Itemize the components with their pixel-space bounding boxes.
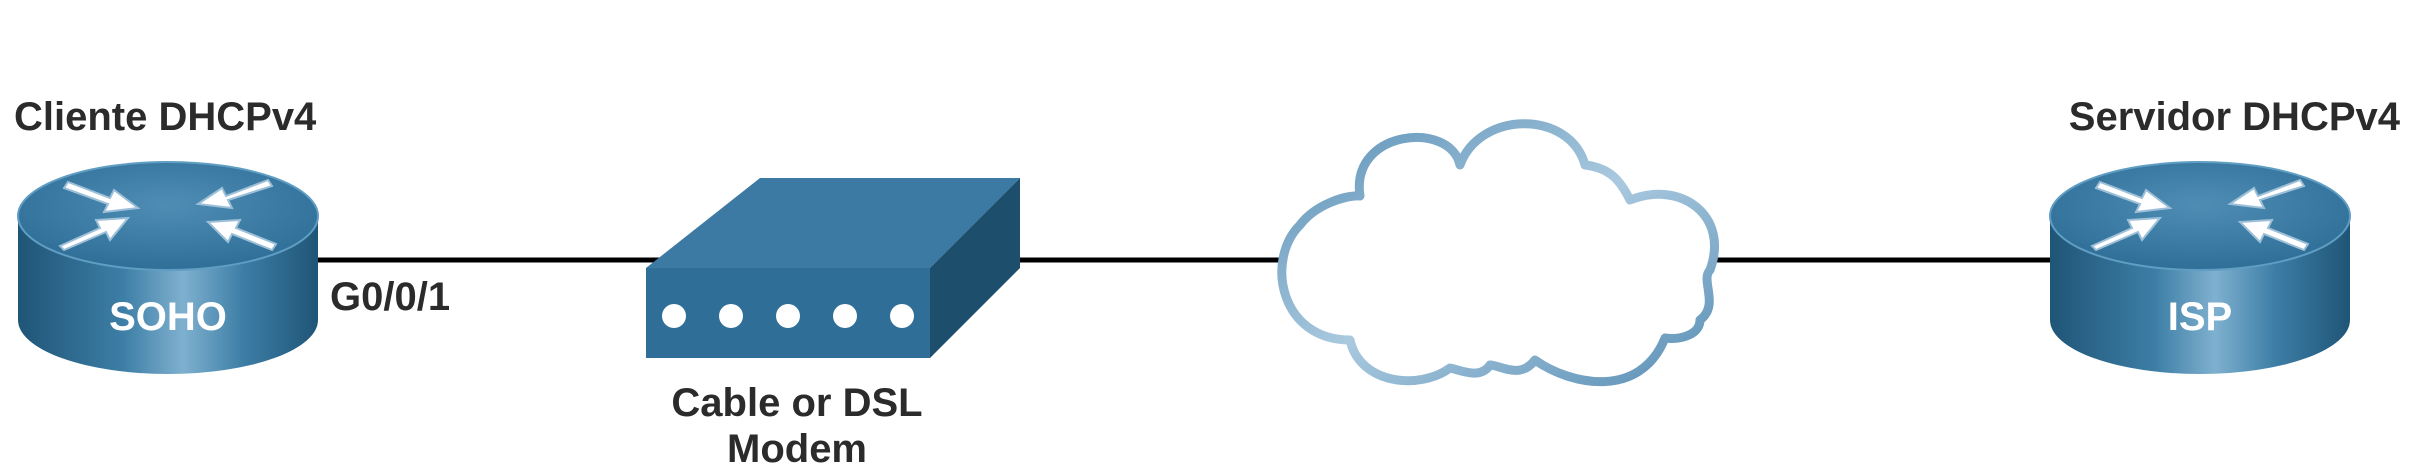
caption-modem-line2: Modem xyxy=(727,427,867,464)
caption-isp: Servidor DHCPv4 xyxy=(2069,95,2401,139)
router-icon xyxy=(2049,161,2351,374)
cloud-icon xyxy=(1277,119,1719,387)
caption-modem-line1: Cable or DSL xyxy=(671,381,922,425)
router-isp-label: ISP xyxy=(2168,295,2232,339)
router-icon xyxy=(17,161,319,374)
router-isp[interactable]: ISP xyxy=(2049,161,2351,374)
caption-soho: Cliente DHCPv4 xyxy=(14,95,317,139)
interface-label-g0-0-1: G0/0/1 xyxy=(330,275,450,319)
router-soho[interactable]: SOHO xyxy=(17,161,319,374)
modem-icon xyxy=(646,178,1020,358)
modem-device[interactable] xyxy=(646,178,1020,358)
router-soho-label: SOHO xyxy=(109,295,227,339)
modem-status-lights xyxy=(662,304,914,328)
internet-cloud[interactable] xyxy=(1277,119,1719,387)
